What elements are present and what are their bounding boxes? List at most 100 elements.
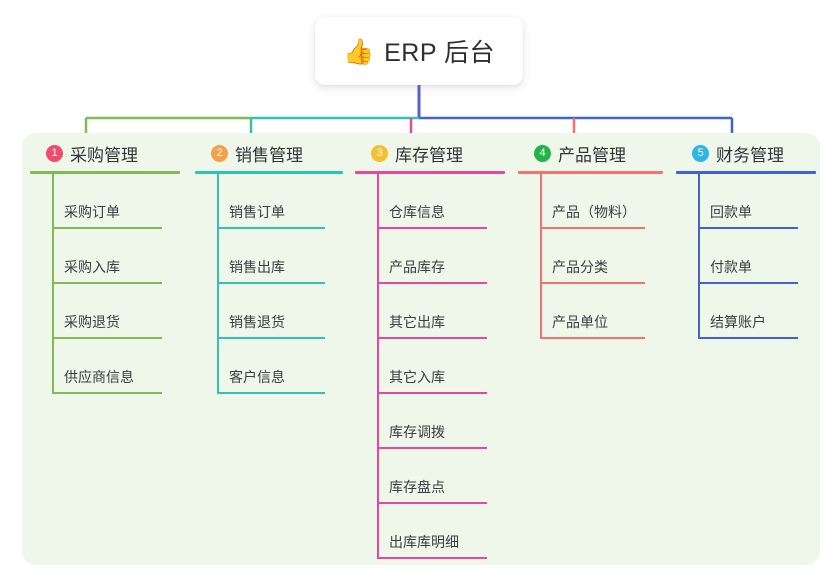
leaf-item-label: 客户信息 (229, 369, 285, 385)
leaf-spine (52, 174, 54, 394)
leaf-item-label: 采购入库 (64, 259, 120, 275)
branch-number-badge: 4 (534, 144, 551, 162)
leaf-underline (217, 337, 325, 339)
leaf-item[interactable]: 仓库信息 (355, 174, 505, 229)
leaf-item[interactable]: 产品单位 (518, 284, 663, 339)
leaf-item-label: 其它入库 (389, 369, 445, 385)
leaf-item-label: 库存盘点 (389, 479, 445, 495)
branch-title: 库存管理 (395, 145, 463, 165)
leaf-item[interactable]: 产品库存 (355, 229, 505, 284)
leaf-item[interactable]: 出库库明细 (355, 504, 505, 559)
branch-header-1[interactable]: 1 采购管理 (30, 140, 180, 166)
leaf-list: 仓库信息产品库存其它出库其它入库库存调拨库存盘点出库库明细 (355, 174, 505, 559)
branch-column-4: 4 产品管理产品（物料） 产品分类产品单位 (518, 140, 663, 339)
root-node-title: ERP 后台 (384, 39, 496, 67)
leaf-item[interactable]: 其它出库 (355, 284, 505, 339)
leaf-item-label: 销售出库 (229, 259, 285, 275)
leaf-item[interactable]: 库存盘点 (355, 449, 505, 504)
branch-number-badge: 1 (46, 144, 63, 162)
branch-number-badge: 5 (692, 144, 709, 162)
leaf-item[interactable]: 其它入库 (355, 339, 505, 394)
leaf-underline (52, 282, 162, 284)
leaf-item-label: 产品单位 (552, 314, 608, 330)
leaf-underline (52, 337, 162, 339)
branch-column-5: 5 财务管理回款单付款单结算账户 (676, 140, 816, 339)
branch-number-badge: 2 (211, 144, 228, 162)
leaf-item-label: 采购退货 (64, 314, 120, 330)
leaf-item[interactable]: 采购订单 (30, 174, 180, 229)
leaf-item[interactable]: 库存调拨 (355, 394, 505, 449)
leaf-item[interactable]: 销售退货 (195, 284, 343, 339)
root-node[interactable]: 👍 ERP 后台 (315, 17, 523, 85)
leaf-underline (377, 227, 487, 229)
branch-number-badge: 3 (371, 144, 388, 162)
leaf-item[interactable]: 采购入库 (30, 229, 180, 284)
leaf-list: 产品（物料） 产品分类产品单位 (518, 174, 663, 339)
leaf-item-label: 销售退货 (229, 314, 285, 330)
leaf-underline (217, 227, 325, 229)
branch-column-3: 3 库存管理仓库信息产品库存其它出库其它入库库存调拨库存盘点出库库明细 (355, 140, 505, 559)
leaf-underline (698, 227, 798, 229)
branch-title: 采购管理 (70, 145, 138, 165)
leaf-item[interactable]: 客户信息 (195, 339, 343, 394)
leaf-list: 回款单付款单结算账户 (676, 174, 816, 339)
leaf-underline (377, 502, 487, 504)
branch-header-2[interactable]: 2 销售管理 (195, 140, 343, 166)
leaf-item-label: 仓库信息 (389, 204, 445, 220)
thumbs-up-icon: 👍 (342, 37, 375, 66)
branch-title: 销售管理 (235, 145, 303, 165)
leaf-item[interactable]: 产品（物料） (518, 174, 663, 229)
leaf-item[interactable]: 销售出库 (195, 229, 343, 284)
leaf-item[interactable]: 产品分类 (518, 229, 663, 284)
branch-column-2: 2 销售管理销售订单销售出库销售退货客户信息 (195, 140, 343, 394)
branch-title: 产品管理 (558, 145, 626, 165)
leaf-item-label: 其它出库 (389, 314, 445, 330)
leaf-underline (540, 282, 645, 284)
leaf-underline (377, 557, 487, 559)
leaf-item-label: 出库库明细 (389, 534, 459, 550)
branch-panel (22, 133, 820, 565)
leaf-item[interactable]: 销售订单 (195, 174, 343, 229)
leaf-underline (52, 227, 162, 229)
leaf-item[interactable]: 回款单 (676, 174, 816, 229)
leaf-spine (217, 174, 219, 394)
leaf-spine (540, 174, 542, 339)
leaf-underline (698, 337, 798, 339)
leaf-underline (698, 282, 798, 284)
branch-column-1: 1 采购管理采购订单采购入库采购退货供应商信息 (30, 140, 180, 394)
branch-underline (518, 171, 663, 174)
leaf-item[interactable]: 结算账户 (676, 284, 816, 339)
branch-underline (195, 171, 343, 174)
leaf-item-label: 产品分类 (552, 259, 608, 275)
leaf-underline (540, 337, 645, 339)
leaf-item[interactable]: 供应商信息 (30, 339, 180, 394)
branch-underline (30, 171, 180, 174)
leaf-underline (217, 282, 325, 284)
leaf-item-label: 回款单 (710, 204, 752, 220)
leaf-item-label: 库存调拨 (389, 424, 445, 440)
branch-title: 财务管理 (716, 145, 784, 165)
leaf-underline (377, 337, 487, 339)
leaf-underline (377, 447, 487, 449)
branch-header-5[interactable]: 5 财务管理 (676, 140, 816, 166)
leaf-underline (540, 227, 645, 229)
leaf-list: 销售订单销售出库销售退货客户信息 (195, 174, 343, 394)
leaf-spine (377, 174, 379, 559)
leaf-underline (52, 392, 162, 394)
leaf-underline (217, 392, 325, 394)
leaf-item[interactable]: 付款单 (676, 229, 816, 284)
leaf-item-label: 付款单 (710, 259, 752, 275)
branch-underline (676, 171, 816, 174)
leaf-item-label: 销售订单 (229, 204, 285, 220)
leaf-item[interactable]: 采购退货 (30, 284, 180, 339)
leaf-item-label: 供应商信息 (64, 369, 134, 385)
branch-header-3[interactable]: 3 库存管理 (355, 140, 505, 166)
leaf-item-label: 产品库存 (389, 259, 445, 275)
branch-header-4[interactable]: 4 产品管理 (518, 140, 663, 166)
leaf-item-label: 采购订单 (64, 204, 120, 220)
leaf-list: 采购订单采购入库采购退货供应商信息 (30, 174, 180, 394)
leaf-item-label: 结算账户 (710, 314, 766, 330)
leaf-underline (377, 392, 487, 394)
leaf-spine (698, 174, 700, 339)
